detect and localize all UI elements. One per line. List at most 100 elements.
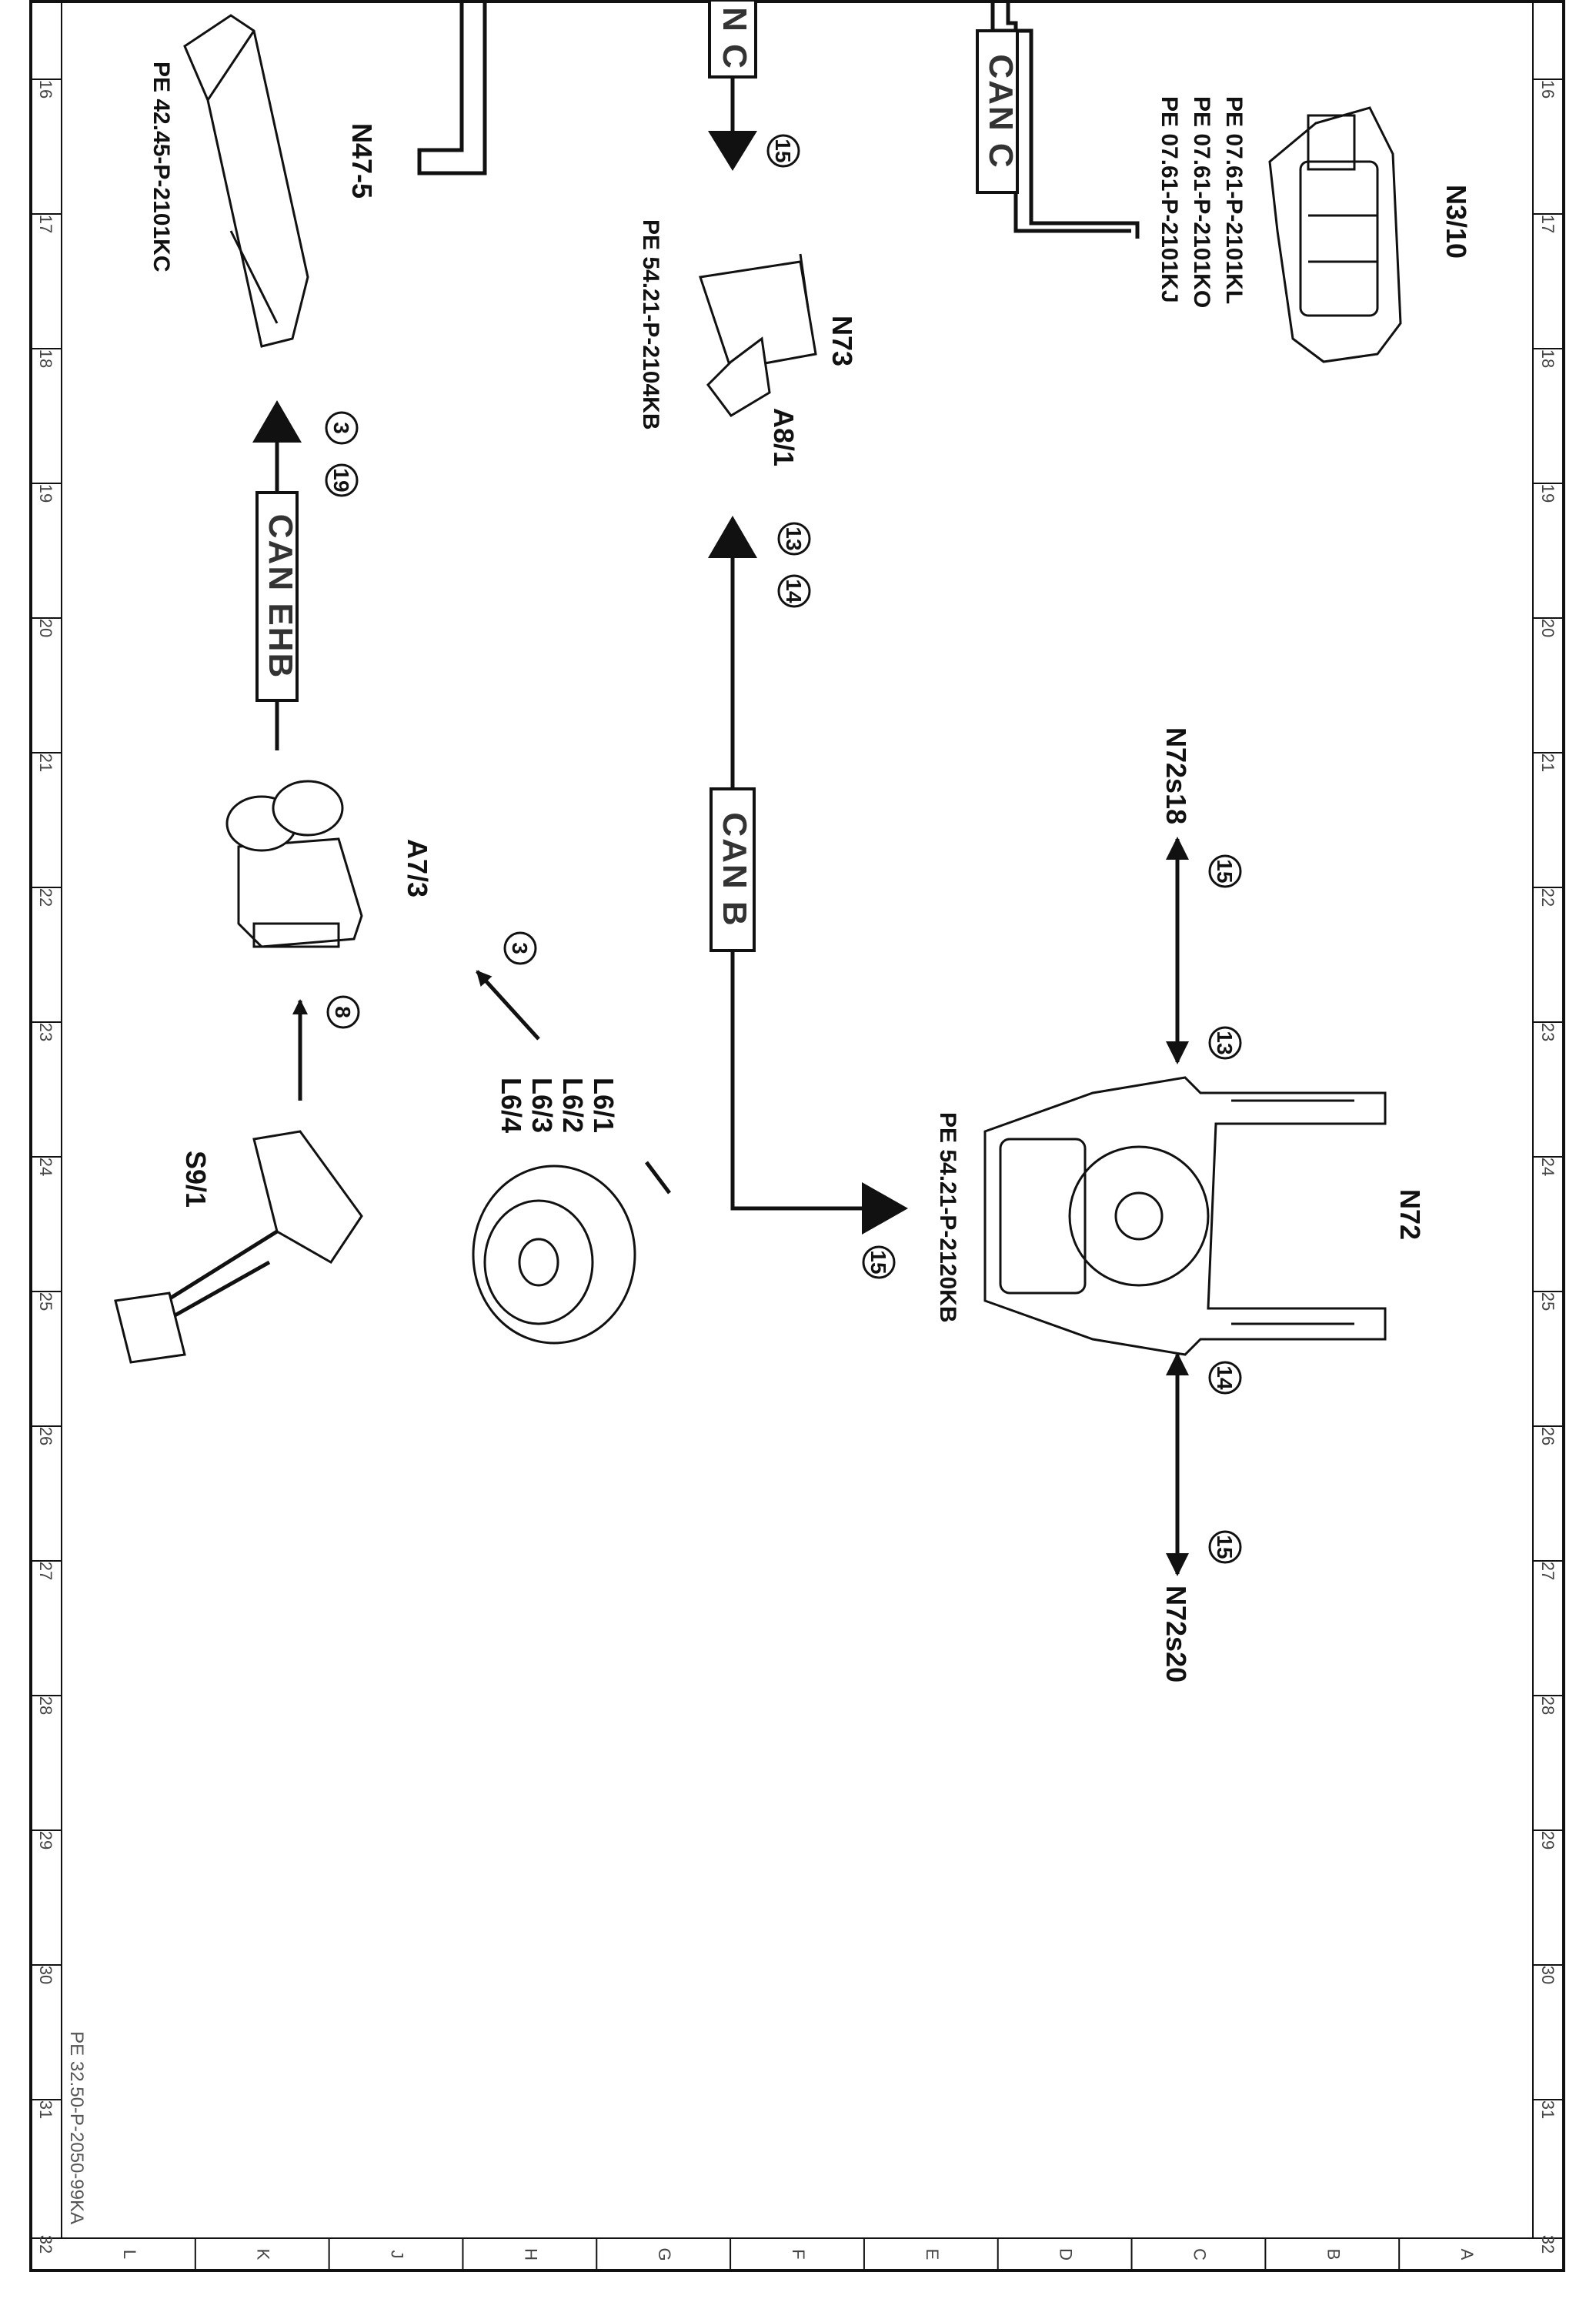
grid-row-number: 16 bbox=[36, 80, 55, 99]
grid-column-letter: K bbox=[254, 2249, 273, 2261]
can-b-connection: CAN B 13 14 15 bbox=[708, 516, 908, 1279]
grid-row-number: 23 bbox=[1538, 1023, 1558, 1041]
label-l6-3: L6/3 bbox=[526, 1078, 558, 1133]
can-c-box bbox=[976, 29, 1019, 194]
grid-column-letter: G bbox=[655, 2247, 674, 2261]
label-n72s20: N72s20 bbox=[1160, 1586, 1192, 1682]
component-n73: N73 A8/1 PE 54.21-P-2104KB bbox=[638, 219, 858, 466]
ignition-switch-icon bbox=[699, 253, 817, 417]
grid-row-number: 17 bbox=[1538, 215, 1558, 233]
component-n3-10: CAN C N3/10 PE 07.61-P-2101KL PE 07.61-P… bbox=[976, 0, 1472, 363]
drawing-frame bbox=[29, 0, 1565, 2272]
label-a7-3: A7/3 bbox=[402, 839, 433, 897]
signal-number: 13 bbox=[1213, 1031, 1237, 1054]
grid-column-letter: B bbox=[1324, 2249, 1343, 2261]
signal-number: 15 bbox=[866, 1250, 890, 1274]
grid-row-number: 31 bbox=[1538, 2100, 1558, 2119]
grid-row-number: 28 bbox=[1538, 1696, 1558, 1715]
grid-column-letter: D bbox=[1057, 2248, 1076, 2261]
label-s9-1: S9/1 bbox=[180, 1151, 212, 1208]
grid-row-number: 18 bbox=[1538, 349, 1558, 368]
grid-row-number: 32 bbox=[36, 2235, 55, 2254]
component-s9-1: 8 S9/1 bbox=[114, 995, 363, 1364]
label-n47-5: N47-5 bbox=[346, 123, 378, 199]
grid-column-letter: E bbox=[923, 2249, 942, 2261]
ref-n72: PE 54.21-P-2120KB bbox=[935, 1112, 960, 1323]
label-l6-2: L6/2 bbox=[557, 1078, 589, 1133]
grid-row-number: 18 bbox=[36, 349, 55, 368]
grid-row-number: 17 bbox=[36, 215, 55, 233]
grid-row-number: 26 bbox=[1538, 1427, 1558, 1445]
grid-row-number: 27 bbox=[1538, 1562, 1558, 1580]
label-n73: N73 bbox=[826, 316, 858, 366]
grid-row-number: 27 bbox=[36, 1562, 55, 1580]
grid-row-number: 16 bbox=[1538, 80, 1558, 99]
can-c-top-connection: N C 15 bbox=[708, 0, 800, 171]
ref-n3-10-c: PE 07.61-P-2101KJ bbox=[1157, 96, 1182, 303]
grid-row-number: 21 bbox=[36, 754, 55, 772]
grid-column-letter: F bbox=[789, 2249, 808, 2259]
grid-column-letter: L bbox=[120, 2250, 139, 2259]
can-c-label: CAN C bbox=[982, 54, 1020, 169]
ref-n3-10-a: PE 07.61-P-2101KL bbox=[1221, 96, 1247, 304]
grid-row-number: 20 bbox=[36, 619, 55, 637]
brake-booster-icon bbox=[225, 780, 363, 948]
arrow-up-to-n73 bbox=[708, 516, 757, 558]
ref-n3-10-b: PE 07.61-P-2101KO bbox=[1189, 96, 1214, 308]
grid-row-number: 32 bbox=[1538, 2235, 1558, 2254]
grid-column-letter: A bbox=[1457, 2249, 1477, 2261]
grid-row-number: 24 bbox=[36, 1158, 55, 1176]
label-n72: N72 bbox=[1394, 1189, 1426, 1240]
grid-row-number: 30 bbox=[1538, 1966, 1558, 1984]
grid-row-number: 29 bbox=[1538, 1831, 1558, 1850]
label-l6-1: L6/1 bbox=[588, 1078, 619, 1133]
signal-number: 3 bbox=[508, 942, 532, 954]
arrow-up-to-n47-5 bbox=[252, 400, 302, 443]
grid-row-number: 23 bbox=[36, 1023, 55, 1041]
grid-row-number: 25 bbox=[36, 1292, 55, 1311]
grid-row-number: 22 bbox=[1538, 888, 1558, 907]
grid-column-letter: H bbox=[521, 2248, 540, 2261]
arrow-down-to-n73 bbox=[708, 131, 757, 171]
signal-number: 13 bbox=[782, 526, 806, 550]
arrow-right-to-n72 bbox=[862, 1182, 908, 1235]
ref-n47-5: PE 42.45-P-2101KC bbox=[149, 62, 174, 272]
ref-n73: PE 54.21-P-2104KB bbox=[638, 219, 663, 430]
can-ehb-connection: CAN EHB 3 19 bbox=[252, 400, 359, 750]
label-l6-4: L6/4 bbox=[496, 1078, 527, 1133]
grid-column-letter: C bbox=[1190, 2248, 1209, 2261]
signal-number: 19 bbox=[329, 468, 353, 492]
component-l6: 3 L6/1 L6/2 L6/3 L6/4 bbox=[472, 931, 671, 1345]
component-n72: N72 PE 54.21-P-2120KB bbox=[935, 1076, 1426, 1356]
grid-row-number: 22 bbox=[36, 888, 55, 907]
can-c-top-label: N C bbox=[716, 7, 753, 70]
document-id: PE 32.50-P-2050-99KA bbox=[66, 2031, 87, 2224]
can-ehb-label: CAN EHB bbox=[262, 514, 299, 679]
ecu-n3-10-icon bbox=[1268, 106, 1402, 363]
signal-number: 15 bbox=[771, 139, 795, 162]
signal-number: 3 bbox=[329, 422, 353, 434]
label-n72s18: N72s18 bbox=[1160, 727, 1192, 824]
label-n3-10: N3/10 bbox=[1441, 185, 1472, 259]
grid-row-number: 31 bbox=[36, 2100, 55, 2119]
component-n47-5: N47-5 PE 42.45-P-2101KC bbox=[149, 0, 487, 348]
grid-row-number: 21 bbox=[1538, 754, 1558, 772]
signal-number: 15 bbox=[1213, 1535, 1237, 1559]
grid-row-number: 19 bbox=[1538, 484, 1558, 503]
control-panel-n72-icon bbox=[983, 1076, 1387, 1356]
component-n72s20: N72s20 14 15 bbox=[1160, 1352, 1242, 1682]
grid-row-number: 26 bbox=[36, 1427, 55, 1445]
grid-row-number: 28 bbox=[36, 1696, 55, 1715]
component-n72s18: N72s18 15 13 bbox=[1160, 727, 1242, 1064]
grid-row-number: 24 bbox=[1538, 1158, 1558, 1176]
grid-row-number: 30 bbox=[36, 1966, 55, 1984]
brake-pedal-icon bbox=[114, 1130, 363, 1364]
component-a7-3: A7/3 bbox=[225, 780, 433, 948]
signal-number: 14 bbox=[782, 579, 806, 603]
grid-column-letter: J bbox=[388, 2251, 407, 2259]
label-a8-1: A8/1 bbox=[768, 408, 800, 466]
signal-number: 14 bbox=[1213, 1365, 1237, 1390]
can-b-label: CAN B bbox=[716, 812, 753, 927]
